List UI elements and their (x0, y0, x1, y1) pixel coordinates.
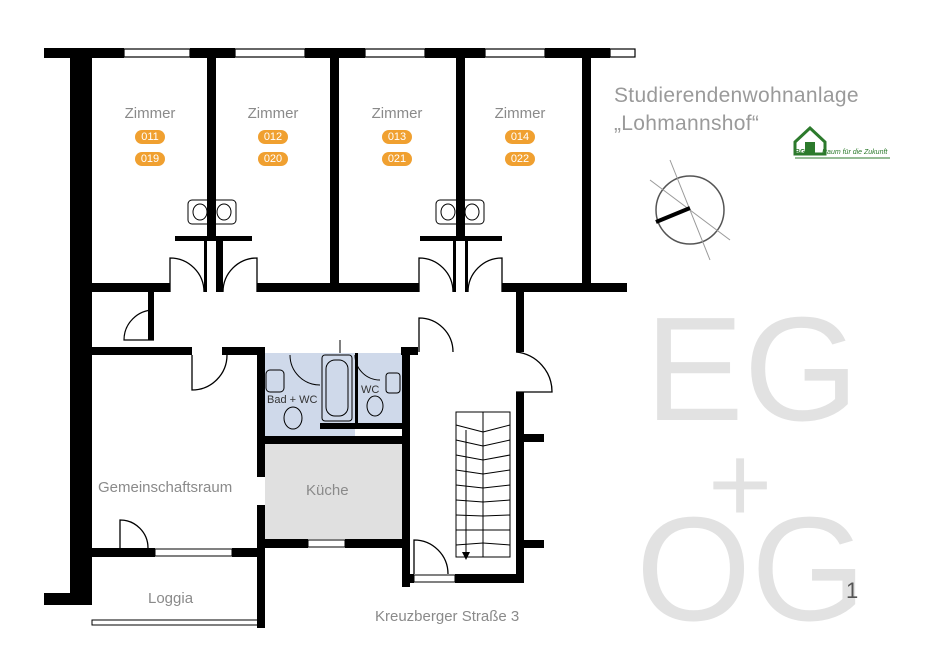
floor-letters-eg: EG (645, 287, 859, 452)
room-number-badge: 013 (382, 130, 412, 144)
bath-walls (262, 347, 410, 587)
common-room-label: Gemeinschaftsraum (98, 479, 233, 496)
room-number-badge: 020 (258, 152, 288, 166)
corridor-top-wall (92, 283, 627, 292)
room-number-badge: 012 (258, 130, 288, 144)
logo-house-icon (793, 125, 890, 159)
wc-floor (358, 353, 402, 423)
room-label: Zimmer (494, 105, 546, 122)
project-title-line2: „Lohmannshof“ (614, 112, 760, 135)
room-doors (169, 257, 503, 293)
basin-partitions (175, 236, 502, 241)
entrance-door (413, 539, 449, 575)
bottom-left-wall (44, 593, 92, 605)
room-number-badge: 022 (505, 152, 535, 166)
room-label: Zimmer (247, 105, 299, 122)
entrance-threshold (413, 574, 456, 583)
common-room-door (191, 354, 228, 391)
bath-label: Bad + WC (267, 394, 318, 406)
floor-number: 1 (846, 578, 859, 603)
stairwell-walls (402, 292, 544, 583)
floor-letters-og: OG (636, 487, 867, 652)
common-room-wall-2 (257, 505, 265, 555)
stair-arrow (462, 552, 470, 560)
kitchen-window (307, 539, 346, 548)
bathroom-floor (263, 353, 355, 436)
room-number-badge: 019 (135, 152, 165, 166)
loggia-walls (92, 548, 265, 628)
stair-entry-door (418, 317, 454, 353)
kitchen-label: Küche (306, 482, 349, 499)
bathtub (321, 354, 353, 422)
room-label: Zimmer (124, 105, 176, 122)
wash-basins (187, 199, 485, 225)
wc-label: WC (361, 384, 380, 396)
outer-left-wall (70, 48, 92, 593)
loggia-window (154, 548, 233, 557)
loggia-label: Loggia (148, 590, 194, 607)
niche-wall (148, 292, 154, 340)
kitchen-floor (265, 443, 402, 539)
stairs (455, 411, 511, 558)
stair-side-door (515, 351, 553, 393)
kitchen-bottom-wall (262, 539, 410, 548)
loggia-rail (91, 619, 263, 626)
logo-abbreviation: BGW (795, 149, 813, 156)
loggia-door (119, 519, 149, 549)
floor-plus: + (708, 423, 773, 546)
room-walls (207, 55, 591, 283)
logo-slogan: Raum für die Zukunft (822, 149, 888, 156)
niche-door (123, 309, 155, 341)
toilets (265, 369, 401, 430)
project-title-line1: Studierendenwohnanlage (614, 84, 859, 107)
compass-icon (649, 159, 731, 261)
address-label: Kreuzberger Straße 3 (375, 608, 520, 625)
bath-door-arcs (289, 340, 381, 386)
room-number-badge: 014 (505, 130, 535, 144)
room-number-badge: 021 (382, 152, 412, 166)
room-number-badge: 011 (135, 130, 165, 144)
room-label: Zimmer (371, 105, 423, 122)
door-stubs (204, 240, 468, 292)
project-title: Studierendenwohnanlage „Lohmannshof“ (614, 82, 859, 138)
common-room-wall (257, 347, 265, 477)
top-windows (123, 48, 636, 58)
